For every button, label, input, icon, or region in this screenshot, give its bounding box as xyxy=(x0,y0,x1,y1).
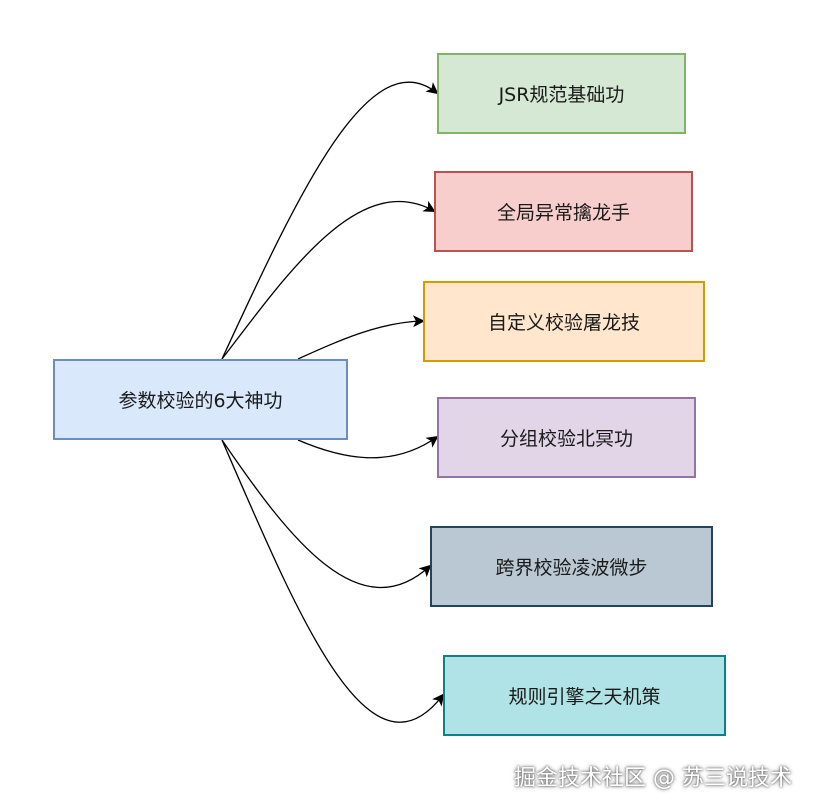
edge-root-to-custom-validation xyxy=(297,315,425,360)
child-node-label: 全局异常擒龙手 xyxy=(496,202,630,224)
edge-root-to-global-exception xyxy=(221,200,436,360)
child-node-cross-validation: 跨界校验凌波微步 xyxy=(430,526,713,607)
root-node: 参数校验的6大神功 xyxy=(53,359,348,440)
edge-root-to-group-validation xyxy=(297,435,439,459)
child-node-label: 分组校验北冥功 xyxy=(499,428,633,450)
edge-root-to-rule-engine xyxy=(221,439,445,723)
edge-root-to-jsr xyxy=(221,81,439,360)
child-node-label: 自定义校验屠龙技 xyxy=(487,312,640,334)
edge-root-to-cross-validation xyxy=(221,439,432,588)
child-node-label: 跨界校验凌波微步 xyxy=(495,557,648,579)
child-node-global-exception: 全局异常擒龙手 xyxy=(434,171,693,252)
watermark: 掘金技术社区 @ 苏三说技术 xyxy=(514,766,792,791)
root-node-label: 参数校验的6大神功 xyxy=(118,390,283,412)
child-node-jsr-basics: JSR规范基础功 xyxy=(437,53,686,134)
child-node-label: JSR规范基础功 xyxy=(498,84,625,106)
child-node-custom-validation: 自定义校验屠龙技 xyxy=(423,281,705,362)
child-node-group-validation: 分组校验北冥功 xyxy=(437,397,696,478)
child-node-label: 规则引擎之天机策 xyxy=(508,686,661,708)
child-node-rule-engine: 规则引擎之天机策 xyxy=(443,655,726,736)
